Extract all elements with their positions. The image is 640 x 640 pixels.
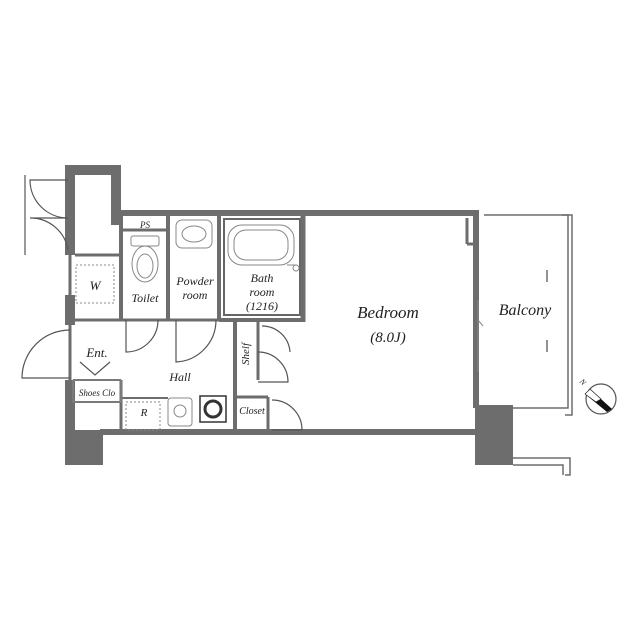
washer-label: W: [90, 278, 102, 293]
powder-room-label-1: Powder: [175, 274, 214, 288]
hall-label: Hall: [168, 370, 191, 384]
bedroom-label: Bedroom: [357, 303, 419, 322]
bath-label-1: Bath: [251, 271, 274, 285]
bath-label-2: room: [250, 285, 275, 299]
bath-size-label: (1216): [246, 299, 278, 313]
balcony-outline: [484, 214, 573, 476]
toilet-label: Toilet: [132, 291, 160, 305]
compass: N: [577, 376, 617, 415]
bedroom-size-label: (8.0J): [370, 330, 405, 346]
closet-label: Closet: [239, 406, 265, 417]
ps-label: PS: [139, 220, 150, 230]
doors: [21, 175, 303, 431]
powder-room-label-2: room: [183, 288, 208, 302]
fixtures: [72, 218, 484, 431]
balcony-label: Balcony: [499, 302, 552, 319]
entrance-label: Ent.: [85, 345, 107, 360]
north-label: N: [577, 376, 588, 387]
refrigerator-label: R: [140, 407, 148, 419]
shelf-label: Shelf: [240, 341, 252, 365]
shoes-closet-label: Shoes Clo: [79, 388, 116, 398]
interior-walls: [68, 210, 479, 435]
exterior-walls: [65, 165, 513, 465]
room-labels: PS Toilet Powder room Bath room (1216) B…: [79, 220, 552, 419]
